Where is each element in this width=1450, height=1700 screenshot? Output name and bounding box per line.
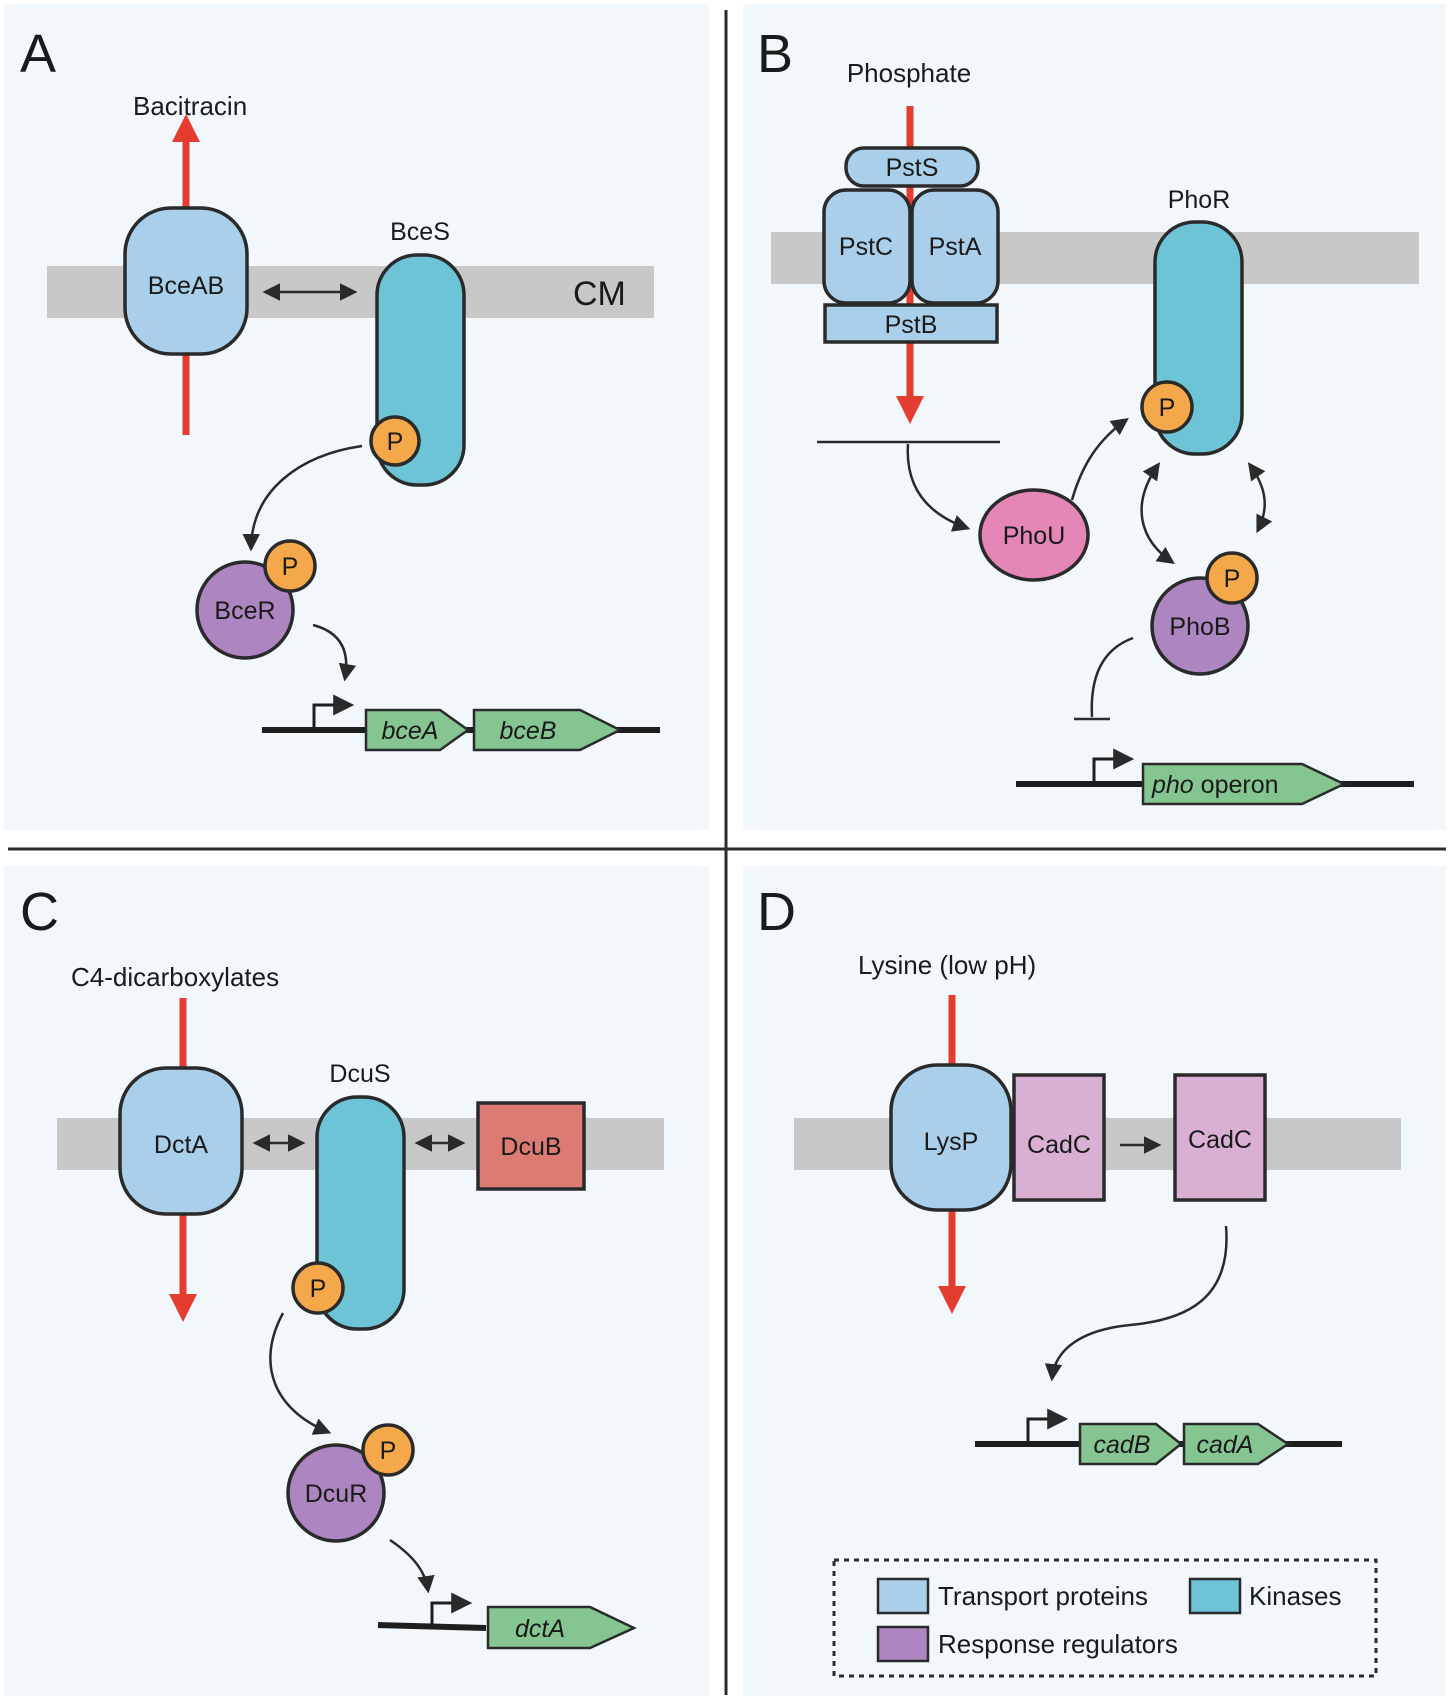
gene-pho-italic: pho xyxy=(1151,771,1194,799)
bces-label: BceS xyxy=(390,218,450,246)
bcer-phosphate xyxy=(263,539,317,593)
gene-pho-operon xyxy=(1141,762,1347,806)
panel-d: D Lysine (low pH) LysP CadC CadC cadB ca… xyxy=(757,882,1401,1678)
phor-phob-bidirectional-arrow-2 xyxy=(1247,462,1273,534)
pstc-subunit xyxy=(822,188,912,305)
dcur-label: DcuR xyxy=(305,1480,368,1508)
phosphate-p: P xyxy=(380,1437,397,1465)
lysp-transporter xyxy=(889,1063,1013,1212)
promoter-arrow xyxy=(312,694,355,727)
bcer-label: BceR xyxy=(214,597,275,625)
phor-phob-bidirectional-arrow xyxy=(1140,462,1175,564)
pstc-label: PstC xyxy=(839,233,893,261)
phob-label: PhoB xyxy=(1169,613,1230,641)
panel-c: C C4-dicarboxylates DctA DcuS P DcuB Dcu… xyxy=(20,882,664,1650)
activation-arrow xyxy=(312,623,357,682)
phou-label: PhoU xyxy=(1003,522,1066,550)
dcus-kinase xyxy=(315,1095,406,1331)
panel-d-letter: D xyxy=(757,882,796,942)
dcus-label: DcuS xyxy=(329,1060,390,1088)
pstb-label: PstB xyxy=(885,311,938,339)
repression-arrow xyxy=(1090,636,1134,718)
panel-b: B Phosphate PstS PstC PstA PstB PhoR P P… xyxy=(757,24,1419,806)
dcub-protein xyxy=(476,1101,586,1191)
phor-label: PhoR xyxy=(1168,186,1231,214)
panel-d-background xyxy=(743,866,1446,1696)
psts-label: PstS xyxy=(886,154,939,182)
gene-operon-text: operon xyxy=(1194,771,1279,799)
panel-a: A CM Bacitracin BceAB BceS P BceR P bceA… xyxy=(20,24,660,752)
gene-pho-operon-label: pho operon xyxy=(1151,771,1279,799)
legend-label-transport: Transport proteins xyxy=(938,1581,1148,1611)
psta-label: PstA xyxy=(929,233,982,261)
legend-label-kinase: Kinases xyxy=(1249,1581,1342,1611)
legend: Transport proteins Kinases Response regu… xyxy=(832,1558,1378,1678)
dcur-phosphate xyxy=(361,1423,415,1477)
phob-phosphate xyxy=(1205,551,1259,605)
psta-subunit xyxy=(910,188,1000,305)
phosphate-p: P xyxy=(387,428,404,456)
phou-signal-arrow xyxy=(906,443,971,532)
dcur-regulator xyxy=(286,1443,386,1543)
gene-bceb-label: bceB xyxy=(500,717,557,745)
phou-protein xyxy=(978,488,1090,582)
pstb-subunit xyxy=(823,303,999,344)
gene-cada-label: cadA xyxy=(1197,1431,1254,1459)
bacitracin-label: Bacitracin xyxy=(133,91,247,121)
cadc-active xyxy=(1173,1073,1267,1202)
promoter-arrow xyxy=(1026,1408,1069,1441)
phosphate-label: Phosphate xyxy=(847,58,971,88)
phosphotransfer-arrow xyxy=(242,444,363,552)
cadc-inactive-label: CadC xyxy=(1027,1131,1091,1159)
lysp-label: LysP xyxy=(924,1128,979,1156)
gene-bcea-label: bceA xyxy=(382,717,439,745)
promoter-arrow xyxy=(1092,748,1135,781)
psts-subunit xyxy=(844,146,980,188)
phor-phosphate xyxy=(1140,380,1194,434)
dcus-phosphate xyxy=(291,1261,345,1315)
cadc-gene-activation-arrow xyxy=(1044,1225,1228,1382)
gene-bceb xyxy=(472,708,623,752)
phosphate-p: P xyxy=(1224,565,1241,593)
lysine-label: Lysine (low pH) xyxy=(858,950,1036,980)
membrane-label: CM xyxy=(573,275,626,313)
phosphate-p: P xyxy=(1159,394,1176,422)
gene-dcta-label: dctA xyxy=(515,1615,565,1643)
gene-cadb-label: cadB xyxy=(1094,1431,1151,1459)
c4-dicarboxylates-label: C4-dicarboxylates xyxy=(71,962,279,992)
gene-cada xyxy=(1182,1422,1291,1466)
legend-swatch-transport xyxy=(876,1577,930,1615)
bceab-label: BceAB xyxy=(148,272,224,300)
panel-c-letter: C xyxy=(20,882,59,942)
cadc-inactive xyxy=(1012,1073,1106,1202)
legend-swatch-kinase xyxy=(1188,1577,1242,1615)
gene-dcta xyxy=(486,1605,637,1650)
legend-border xyxy=(832,1558,1378,1678)
legend-swatch-regulator xyxy=(876,1625,930,1663)
dcta-label: DctA xyxy=(154,1131,209,1159)
panel-a-letter: A xyxy=(20,24,56,84)
promoter-arrow xyxy=(430,1592,473,1625)
phou-phor-arrow xyxy=(1070,417,1129,501)
dcub-label: DcuB xyxy=(500,1133,561,1161)
dna-strand xyxy=(377,1622,487,1631)
bcer-regulator xyxy=(195,560,295,660)
bces-phosphate xyxy=(369,415,421,467)
phosphate-p: P xyxy=(310,1275,327,1303)
activation-arrow xyxy=(389,1538,435,1594)
phosphate-p: P xyxy=(282,553,299,581)
cadc-active-label: CadC xyxy=(1188,1126,1252,1154)
gene-bcea xyxy=(364,708,471,752)
gene-cadb xyxy=(1078,1422,1184,1466)
phosphotransfer-arrow xyxy=(269,1312,332,1435)
panel-b-letter: B xyxy=(757,24,793,84)
panel-a-background xyxy=(4,4,709,830)
legend-label-regulator: Response regulators xyxy=(938,1629,1178,1659)
panel-b-background xyxy=(743,4,1446,830)
bceab-transporter xyxy=(123,206,249,356)
dcta-transporter xyxy=(118,1066,244,1216)
